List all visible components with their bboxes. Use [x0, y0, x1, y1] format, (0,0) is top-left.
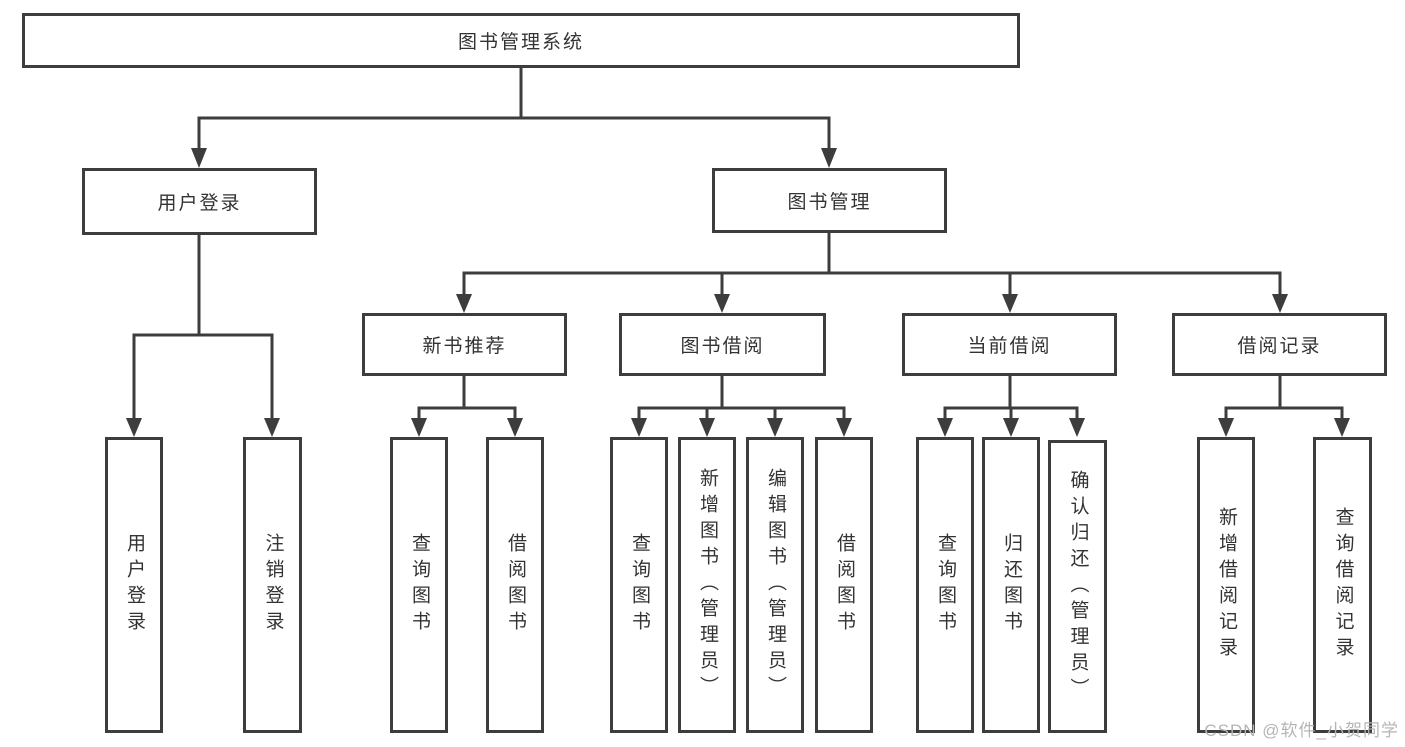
node-new-book-recommend: 新书推荐 [362, 313, 567, 376]
connector-borrowing-branch [637, 376, 846, 420]
node-label: 归还图书 [1000, 533, 1022, 637]
node-label: 查询借阅记录 [1332, 507, 1354, 663]
node-label: 新增借阅记录 [1215, 507, 1237, 663]
node-label: 注销登录 [262, 533, 284, 637]
arrowheads-root-to-level2 [191, 148, 837, 168]
node-current-borrowing: 当前借阅 [902, 313, 1117, 376]
arrowheads-borrowing-branch [631, 418, 852, 437]
connector-newbook-branch [417, 376, 517, 420]
node-borrowing-query-books: 查询图书 [610, 437, 668, 733]
arrowheads-newbook-branch [411, 418, 523, 437]
node-records-add-record: 新增借阅记录 [1197, 437, 1255, 733]
node-current-return-books: 归还图书 [982, 437, 1040, 733]
node-current-query-books: 查询图书 [916, 437, 974, 733]
node-book-management: 图书管理 [712, 168, 947, 233]
node-login-logout: 注销登录 [243, 437, 302, 733]
node-newbook-borrow-books: 借阅图书 [486, 437, 544, 733]
connector-records-branch [1224, 376, 1344, 420]
connector-login-branch [132, 233, 274, 420]
arrowheads-current-branch [937, 418, 1085, 437]
node-label: 借阅图书 [833, 533, 855, 637]
node-label: 编辑图书（管理员） [764, 468, 786, 702]
connector-current-branch [943, 376, 1079, 420]
csdn-watermark: CSDN @软件_小贺同学 [1204, 721, 1399, 740]
connector-root-to-level2 [197, 66, 831, 150]
node-label: 借阅图书 [504, 533, 526, 637]
node-newbook-query-books: 查询图书 [390, 437, 448, 733]
node-current-confirm-return-admin: 确认归还（管理员） [1048, 440, 1107, 733]
node-label: 用户登录 [123, 533, 145, 637]
arrowheads-mgmt-to-level3 [456, 294, 1288, 313]
arrowheads-records-branch [1218, 418, 1350, 437]
node-label: 新增图书（管理员） [696, 468, 718, 702]
node-borrowing-edit-books-admin: 编辑图书（管理员） [746, 437, 804, 733]
arrowheads-login-branch [126, 418, 280, 437]
connector-mgmt-to-level3 [462, 233, 1282, 296]
node-label: 确认归还（管理员） [1067, 469, 1089, 704]
node-root: 图书管理系统 [22, 13, 1020, 68]
node-label: 查询图书 [408, 533, 430, 637]
node-login-user-login: 用户登录 [105, 437, 163, 733]
node-label: 查询图书 [628, 533, 650, 637]
node-records-query-record: 查询借阅记录 [1313, 437, 1372, 733]
node-borrowing-add-books-admin: 新增图书（管理员） [678, 437, 736, 733]
node-user-login: 用户登录 [82, 168, 317, 235]
node-borrowing-records: 借阅记录 [1172, 313, 1387, 376]
node-label: 查询图书 [934, 533, 956, 637]
node-book-borrowing: 图书借阅 [619, 313, 826, 376]
node-borrowing-borrow-books: 借阅图书 [815, 437, 873, 733]
